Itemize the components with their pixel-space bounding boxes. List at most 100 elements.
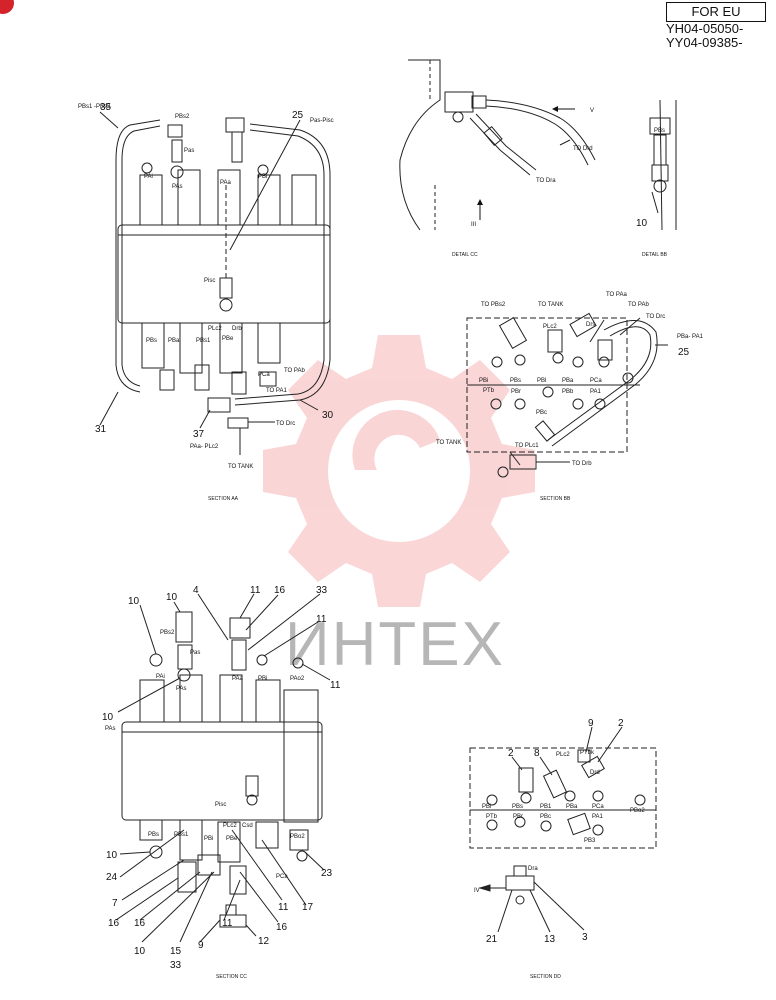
cc-callout-7: 7 (112, 898, 118, 909)
bb-label-to-pab: TO PAb (628, 302, 649, 308)
caption-section-bb: SECTION BB (540, 496, 571, 502)
dd-label-pba: PBa (566, 804, 578, 810)
cc-side-block (283, 689, 319, 823)
bb-label-pba: PBa (562, 378, 574, 384)
caption-section-cc: SECTION CC (216, 974, 247, 980)
cc-label-pai: PAi (156, 674, 165, 680)
cc-label-pbi: PBi (258, 676, 267, 682)
detail-cc-labels: TO Drd TO Dra V III DETAIL CC (452, 106, 594, 258)
cc-callout-16c: 16 (134, 918, 146, 929)
aa-label-pisc: Pisc (204, 278, 215, 284)
aa-label-to-pa1: TO PA1 (266, 388, 287, 394)
section-dd-labels: 2 8 9 2 PLc2 PTbk Drd PBi PBs PB1 PBa PC… (474, 718, 645, 980)
cc-label-pbe: PBe (226, 836, 238, 842)
cc-label-paa: PAa (232, 676, 244, 682)
cc-label-plc2: PLc2 (223, 823, 237, 829)
aa-label-to-tank: TO TANK (228, 464, 253, 470)
dcc-label-to-dra: TO Dra (536, 178, 556, 184)
aa-label-pas-pisc: Pas-Pisc (310, 118, 334, 124)
cc-label-pbs1: PBs1 (174, 832, 189, 838)
dd-callout-2a: 2 (508, 748, 514, 759)
cc-label-pas: Pas (190, 650, 200, 656)
serial-code-2: YY04-09385- (666, 35, 743, 50)
detail-cc (399, 59, 596, 231)
dd-label-pbr: PBr (513, 814, 523, 820)
bb-label-pbr: PBr (511, 389, 521, 395)
bb-label-pbb: PBb (562, 389, 574, 395)
bb-label-to-tank-2: TO TANK (436, 440, 461, 446)
watermark-text: ИНТЕХ (285, 610, 505, 679)
section-cc-labels: 10 10 4 11 16 33 11 11 10 PBs2 Pas PAi P… (102, 585, 341, 980)
cc-callout-16b: 16 (108, 918, 120, 929)
cc-callout-15: 15 (170, 946, 182, 957)
cc-callout-16d: 16 (276, 922, 288, 933)
bb-label-to-drc: TO Drc (646, 314, 665, 320)
dd-callout-8: 8 (534, 748, 540, 759)
cc-callout-11e: 11 (278, 902, 289, 913)
caption-section-aa: SECTION AA (208, 496, 239, 502)
bb-label-pbc: PBc (536, 410, 547, 416)
cc-label-csd: Csd (242, 823, 253, 829)
bb-label-pca: PCa (590, 378, 602, 384)
aa-label-pai: PAi (144, 174, 153, 180)
cc-callout-4: 4 (193, 585, 199, 596)
aa-label-pas2: PAs (172, 184, 183, 190)
dd-view-arrow-iv: IV (474, 888, 480, 894)
dd-label-plc2: PLc2 (556, 752, 570, 758)
section-dd (469, 726, 657, 933)
caption-section-dd: SECTION DD (530, 974, 561, 980)
aa-callout-30: 30 (322, 410, 334, 421)
bb-callout-25: 25 (678, 347, 690, 358)
cc-callout-16a: 16 (274, 585, 286, 596)
cc-callout-24: 24 (106, 872, 118, 883)
for-eu-badge: FOR EU (666, 2, 766, 22)
section-cc (115, 593, 331, 943)
aa-callout-35: 35 (100, 102, 112, 113)
serial-code-1: YH04-05050- (666, 21, 744, 36)
cc-label-pas-left: PAs (105, 726, 116, 732)
cc-label-pbs2: PBs2 (160, 630, 175, 636)
section-bb-labels: TO PBs2 TO TANK TO PAa TO PAb TO Drc PLc… (436, 292, 704, 502)
dd-callout-13: 13 (544, 934, 556, 945)
dd-callout-9: 9 (588, 718, 594, 729)
section-bb (466, 312, 668, 478)
aa-label-drb: Drb (232, 326, 242, 332)
dd-label-pbc: PBc (540, 814, 551, 820)
detail-bb-labels: PBs 10 DETAIL BB (636, 128, 668, 258)
aa-label-pbi: PBi (258, 174, 267, 180)
cc-callout-17: 17 (302, 902, 314, 913)
cc-callout-10b: 10 (166, 592, 178, 603)
dd-label-dra: Dra (528, 866, 538, 872)
dd-callout-2b: 2 (618, 718, 624, 729)
cc-label-pao2: PAo2 (290, 676, 305, 682)
aa-callout-25: 25 (292, 110, 304, 121)
bb-label-pa1: PA1 (590, 389, 602, 395)
aa-label-paa-plc2: PAa- PLc2 (190, 444, 219, 450)
dcc-view-arrow-iii: III (471, 222, 476, 228)
bb-label-ptb: PTb (483, 388, 495, 394)
bb-label-pba-pa1: PBa- PA1 (677, 334, 704, 340)
aa-callout-31: 31 (95, 424, 107, 435)
bb-label-pbl: PBl (537, 378, 546, 384)
cc-callout-11d: 11 (222, 918, 233, 929)
dbb-callout-10: 10 (636, 218, 648, 229)
dbb-label-pbs: PBs (654, 128, 665, 134)
cc-label-pbs: PBs (148, 832, 159, 838)
aa-label-plc2: PLc2 (208, 326, 222, 332)
aa-label-pbs-b: PBs (146, 338, 157, 344)
aa-label-pbs1: PBs1 (196, 338, 211, 344)
bb-label-to-paa: TO PAa (606, 292, 627, 298)
dd-label-drd: Drd (590, 770, 600, 776)
aa-callout-37: 37 (193, 429, 205, 440)
bb-label-to-tank: TO TANK (538, 302, 563, 308)
bb-label-pbi: PBi (479, 378, 488, 384)
bb-label-to-pbs2: TO PBs2 (481, 302, 506, 308)
cc-callout-33b: 33 (170, 960, 182, 971)
aa-label-pbs: PBs1 -PBs2 (78, 104, 111, 110)
aa-label-pbe: PBe (222, 336, 234, 342)
cc-callout-10e: 10 (134, 946, 146, 957)
section-aa (99, 111, 331, 455)
caption-detail-cc: DETAIL CC (452, 252, 478, 258)
bb-label-to-plc1: TO PLc1 (515, 443, 539, 449)
corner-mark (0, 0, 14, 14)
